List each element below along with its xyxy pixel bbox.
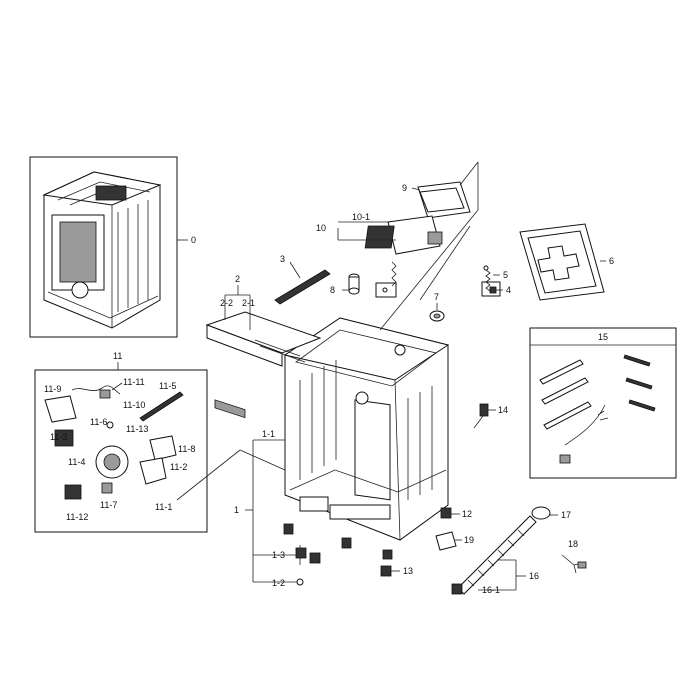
spring-assembly: [375, 261, 397, 298]
pump-assembly-drawing: [44, 385, 184, 500]
label-1: 1: [234, 505, 239, 515]
label-12: 12: [462, 509, 472, 519]
part-6-frame: [519, 223, 605, 301]
assembled-cabinet-drawing: [42, 171, 162, 329]
label-11-5: 11-5: [159, 381, 176, 391]
label-16: 16: [529, 571, 539, 581]
label-11-11: 11-11: [123, 377, 145, 387]
screw-part-4: [489, 286, 497, 294]
label-17: 17: [561, 510, 571, 520]
label-9: 9: [402, 183, 407, 193]
label-10: 10: [316, 223, 326, 233]
label-10-1: 10-1: [352, 212, 370, 222]
label-8: 8: [330, 285, 335, 295]
label-15: 15: [598, 332, 608, 342]
label-5: 5: [503, 270, 508, 280]
label-11-7: 11-7: [100, 500, 117, 510]
label-14: 14: [498, 405, 508, 415]
label-2-2: 2-2: [220, 298, 233, 308]
foot-part-12: [440, 507, 452, 519]
label-19: 19: [464, 535, 474, 545]
label-11-2: 11-2: [170, 462, 187, 472]
label-2: 2: [235, 274, 240, 284]
drain-hose-part-16: [451, 515, 537, 595]
rail-part-3: [274, 269, 331, 305]
part-9-bracket: [417, 181, 471, 219]
part-10-module: [364, 215, 443, 255]
part-14-damper: [473, 403, 489, 429]
label-11-12: 11-12: [66, 512, 88, 522]
part-19: [435, 531, 457, 551]
assembly-0-box: [29, 156, 178, 338]
label-11-4: 11-4: [68, 457, 85, 467]
label-1-2: 1-2: [272, 578, 285, 588]
pump-11-box: [34, 369, 208, 533]
label-18: 18: [568, 539, 578, 549]
spring-part-5: [483, 265, 491, 292]
label-11-1: 11-1: [155, 502, 172, 512]
part-7: [429, 310, 445, 322]
label-4: 4: [506, 285, 511, 295]
label-11-13: 11-13: [126, 424, 148, 434]
foot-part-13: [380, 565, 392, 577]
label-13: 13: [403, 566, 413, 576]
label-11-8: 11-8: [178, 444, 195, 454]
label-3: 3: [280, 254, 285, 264]
label-0: 0: [191, 235, 196, 245]
control-panel-part-2: [205, 311, 322, 419]
part-17-cap: [531, 506, 551, 520]
part-8: [348, 273, 360, 295]
label-1-3: 1-3: [272, 550, 285, 560]
label-2-1: 2-1: [242, 298, 255, 308]
label-6: 6: [609, 256, 614, 266]
label-11: 11: [113, 351, 122, 361]
label-11-9: 11-9: [44, 384, 61, 394]
label-11-3: 11-3: [50, 432, 67, 442]
cabinet-part-1: [283, 317, 450, 541]
kit-15-parts: [539, 354, 656, 464]
label-11-10: 11-10: [123, 400, 145, 410]
leveling-feet: [283, 523, 393, 586]
part-18-clip: [561, 554, 587, 574]
label-16-1: 16-1: [482, 585, 500, 595]
label-11-6: 11-6: [90, 417, 107, 427]
label-7: 7: [434, 292, 439, 302]
kit-15-box: [529, 327, 677, 479]
label-1-1: 1-1: [262, 429, 275, 439]
